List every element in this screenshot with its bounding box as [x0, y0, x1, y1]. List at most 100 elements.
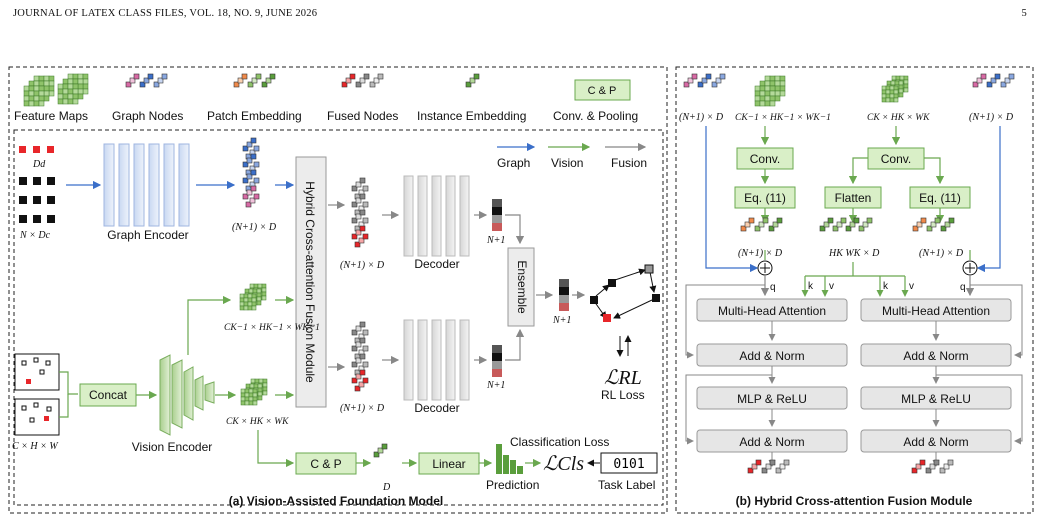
ensemble-label: Ensemble — [515, 260, 529, 314]
b-sym-mid-r: (N+1) × D — [919, 248, 964, 259]
prediction-label: Prediction — [486, 478, 539, 492]
flow-fusion: Fusion — [611, 156, 647, 170]
l-cls-symbol: ℒCls — [543, 453, 584, 475]
sym-ck1-a: CK−1 × HK−1 × WK−1 — [224, 323, 320, 333]
graph-encoder — [103, 143, 190, 227]
vision-encoder — [159, 354, 215, 436]
b-addnorm-2[interactable]: Add & Norm — [903, 349, 968, 363]
output-column-ens — [559, 279, 569, 311]
sym-chw: C × H × W — [12, 441, 59, 452]
legend-patch-embedding-icon — [233, 73, 276, 88]
decoder-bottom-label: Decoder — [414, 401, 459, 415]
page-number: 5 — [1021, 8, 1027, 19]
legend-conv-pooling: Conv. & Pooling — [553, 109, 638, 123]
feature-map-icon — [754, 75, 786, 107]
fused-nodes-icon — [911, 459, 954, 474]
panel-a-caption: (a) Vision-Assisted Foundation Model — [229, 494, 443, 508]
b-eq11-b[interactable]: Eq. (11) — [919, 191, 961, 205]
classification-loss-label: Classification Loss — [510, 435, 609, 449]
b-k-left: k — [808, 281, 814, 292]
task-label-value: 0101 — [613, 457, 644, 472]
decoder-bottom — [403, 319, 470, 401]
b-sym-ck: CK × HK × WK — [867, 113, 930, 123]
sym-n1-a: N+1 — [486, 235, 505, 246]
feature-map-lower — [240, 378, 268, 406]
b-sym-n1d-l: (N+1) × D — [679, 112, 724, 123]
sym-dd: Dd — [32, 159, 46, 170]
b-sym-hkwkd: HK WK × D — [828, 248, 880, 259]
b-mlp-left[interactable]: MLP & ReLU — [737, 392, 807, 406]
sym-ndc: N × Dc — [19, 230, 51, 241]
decoder-top-label: Decoder — [414, 257, 459, 271]
output-column-bottom — [492, 345, 502, 377]
instance-embedding-icon — [819, 217, 873, 232]
b-v-left: v — [829, 281, 834, 292]
legend-feature-maps-icon — [23, 73, 89, 107]
b-sym-ck1: CK−1 × HK−1 × WK−1 — [735, 113, 831, 123]
b-addnorm-3[interactable]: Add & Norm — [739, 435, 804, 449]
feature-map-icon — [881, 75, 909, 103]
b-k-right: k — [883, 281, 889, 292]
prediction-bars — [496, 444, 523, 474]
b-addnorm-1[interactable]: Add & Norm — [739, 349, 804, 363]
instance-embedding-icon — [373, 443, 388, 458]
sym-n1d-c: (N+1) × D — [340, 403, 385, 414]
b-flatten[interactable]: Flatten — [835, 191, 872, 205]
b-sym-mid-l: (N+1) × D — [738, 248, 783, 259]
graph-nodes-stack — [242, 137, 260, 208]
b-mlp-right[interactable]: MLP & ReLU — [901, 392, 971, 406]
l-rl-symbol: ℒRL — [604, 367, 642, 389]
rl-loss-label: RL Loss — [601, 388, 645, 402]
hcf-module-label: Hybrid Cross-attention Fusion Module — [303, 181, 317, 383]
output-column-top — [492, 199, 502, 231]
legend-cp-box: C & P — [588, 85, 617, 97]
legend-instance-embedding: Instance Embedding — [417, 109, 526, 123]
sym-n1d-a: (N+1) × D — [232, 222, 277, 233]
running-header: JOURNAL OF LATEX CLASS FILES, VOL. 18, N… — [13, 8, 318, 19]
vision-encoder-label: Vision Encoder — [132, 440, 213, 454]
fused-nodes-stack-bottom — [351, 321, 369, 392]
feature-map-upper — [239, 283, 267, 311]
legend-patch-embedding: Patch Embedding — [207, 109, 302, 123]
legend-feature-maps: Feature Maps — [14, 109, 88, 123]
flow-graph: Graph — [497, 156, 530, 170]
b-mha-left[interactable]: Multi-Head Attention — [718, 304, 826, 318]
fused-nodes-icon — [747, 459, 790, 474]
graph-nodes-icon — [972, 73, 1015, 88]
sym-ck-a: CK × HK × WK — [226, 417, 289, 427]
graph-input-nodes — [19, 146, 55, 223]
b-conv2[interactable]: Conv. — [881, 152, 911, 166]
sym-n1-c: N+1 — [552, 315, 571, 326]
b-q-right: q — [960, 282, 966, 293]
b-eq11-a[interactable]: Eq. (11) — [744, 191, 786, 205]
vision-input-dots — [21, 357, 52, 423]
cp-box[interactable]: C & P — [310, 457, 341, 471]
patch-embedding-icon — [740, 217, 783, 232]
b-v-right: v — [909, 281, 914, 292]
linear-box[interactable]: Linear — [432, 457, 465, 471]
b-sym-n1d-r: (N+1) × D — [969, 112, 1014, 123]
sym-n1-b: N+1 — [486, 380, 505, 391]
b-conv1[interactable]: Conv. — [750, 152, 780, 166]
b-q-left: q — [770, 282, 776, 293]
b-mha-right[interactable]: Multi-Head Attention — [882, 304, 990, 318]
decoder-top — [403, 175, 470, 257]
graph-encoder-label: Graph Encoder — [107, 228, 188, 242]
b-addnorm-4[interactable]: Add & Norm — [903, 435, 968, 449]
legend-fused-nodes: Fused Nodes — [327, 109, 398, 123]
graph-nodes-icon — [683, 73, 726, 88]
sym-d: D — [382, 482, 391, 493]
panel-b-caption: (b) Hybrid Cross-attention Fusion Module — [736, 494, 973, 508]
route-graph — [590, 264, 660, 322]
task-label-caption: Task Label — [598, 478, 655, 492]
legend-fused-nodes-icon — [341, 73, 384, 88]
legend-instance-embedding-icon — [465, 73, 480, 88]
concat-box[interactable]: Concat — [89, 388, 128, 402]
fused-nodes-stack-top — [351, 177, 369, 248]
legend-graph-nodes-icon — [125, 73, 168, 88]
legend-graph-nodes: Graph Nodes — [112, 109, 183, 123]
patch-embedding-icon — [912, 217, 955, 232]
sym-n1d-b: (N+1) × D — [340, 260, 385, 271]
flow-vision: Vision — [551, 156, 583, 170]
